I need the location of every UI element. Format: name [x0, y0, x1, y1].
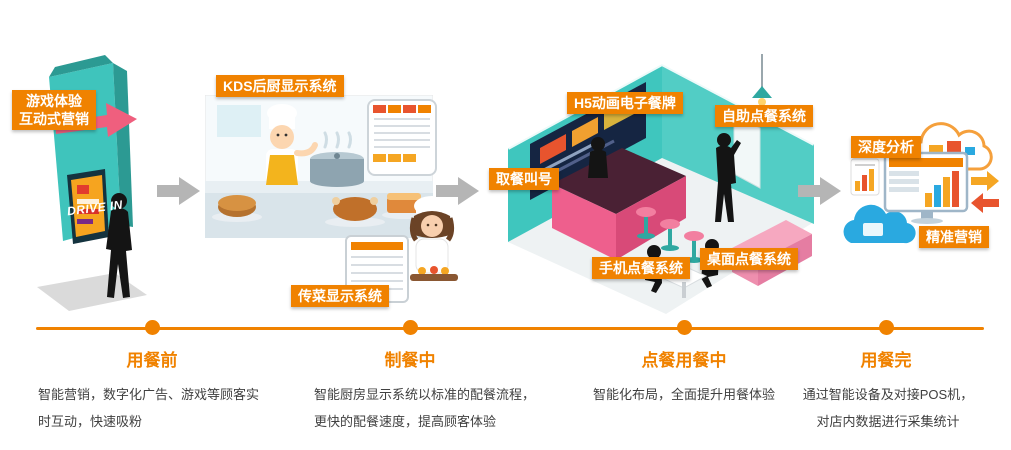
stage-description-ordering: 智能化布局，全面提升用餐体验	[592, 387, 775, 402]
timeline-dot-ordering	[677, 320, 692, 335]
chef-icon	[266, 104, 318, 185]
kiosk-screen-icon	[67, 169, 109, 244]
dining-scene-svg	[507, 54, 815, 314]
kds-screen-svg	[372, 104, 432, 166]
floor	[508, 156, 814, 314]
stage-title-cooking: 制餐中	[384, 351, 436, 370]
badge-pass-display: 传菜显示系统	[291, 285, 389, 308]
timeline-line	[36, 327, 984, 330]
analytics-illustration	[833, 115, 1001, 280]
badge-deep-analysis: 深度分析	[851, 136, 921, 159]
flow-arrow-icon	[157, 174, 201, 213]
badge-interactive-marketing: 游戏体验 互动式营销	[12, 90, 96, 131]
analytics-scene-svg	[843, 122, 999, 244]
bread-icon	[212, 195, 262, 222]
kds-screen	[367, 99, 437, 176]
badge-pickup-call: 取餐叫号	[489, 168, 559, 191]
pendant-lamp-icon	[752, 54, 772, 106]
stage-description-pre-dining: 智能营销，数字化广告、游戏等顾客实时互动，快速吸粉	[38, 387, 260, 429]
flow-arrow-icon	[436, 174, 480, 213]
badge-table-order: 桌面点餐系统	[700, 248, 798, 271]
dashboard-monitor-icon	[883, 151, 969, 224]
timeline-dot-cooking	[403, 320, 418, 335]
roast-turkey-icon	[325, 197, 385, 227]
report-card-icon	[850, 158, 880, 196]
flow-arrow-icon	[798, 174, 842, 213]
cooking-pot-icon	[310, 131, 364, 187]
timeline-dot-pre-dining	[145, 320, 160, 335]
floor-base	[37, 273, 147, 311]
badge-precision-marketing: 精准营销	[919, 226, 989, 249]
waitress-icon	[409, 196, 458, 281]
badge-h5-menu-board: H5动画电子餐牌	[567, 92, 683, 115]
kiosk-user-silhouette-icon	[715, 133, 741, 222]
visitor-silhouette-icon	[106, 193, 132, 298]
bar-counter-icon	[552, 148, 686, 260]
stage-description-cooking: 智能厨房显示系统以标准的配餐流程，更快的配餐速度，提高顾客体验	[314, 387, 536, 429]
badge-kds-system: KDS后厨显示系统	[216, 75, 344, 98]
bartender-silhouette-icon	[588, 137, 608, 178]
stage-description-post-dining: 通过智能设备及对接POS机，对店内数据进行采集统计	[802, 387, 974, 429]
stage-title-post-dining: 用餐完	[860, 351, 912, 370]
sync-arrows-icon	[971, 171, 999, 213]
stage-title-ordering: 点餐用餐中	[641, 351, 727, 370]
window	[217, 105, 261, 137]
timeline-dot-post-dining	[879, 320, 894, 335]
badge-self-order: 自助点餐系统	[715, 105, 813, 128]
cake-icon	[382, 193, 426, 219]
badge-line: 游戏体验	[26, 93, 82, 109]
stage-title-pre-dining: 用餐前	[126, 351, 178, 370]
badge-mobile-order: 手机点餐系统	[592, 257, 690, 280]
dining-room-illustration	[494, 52, 816, 332]
badge-line: 互动式营销	[19, 111, 89, 128]
